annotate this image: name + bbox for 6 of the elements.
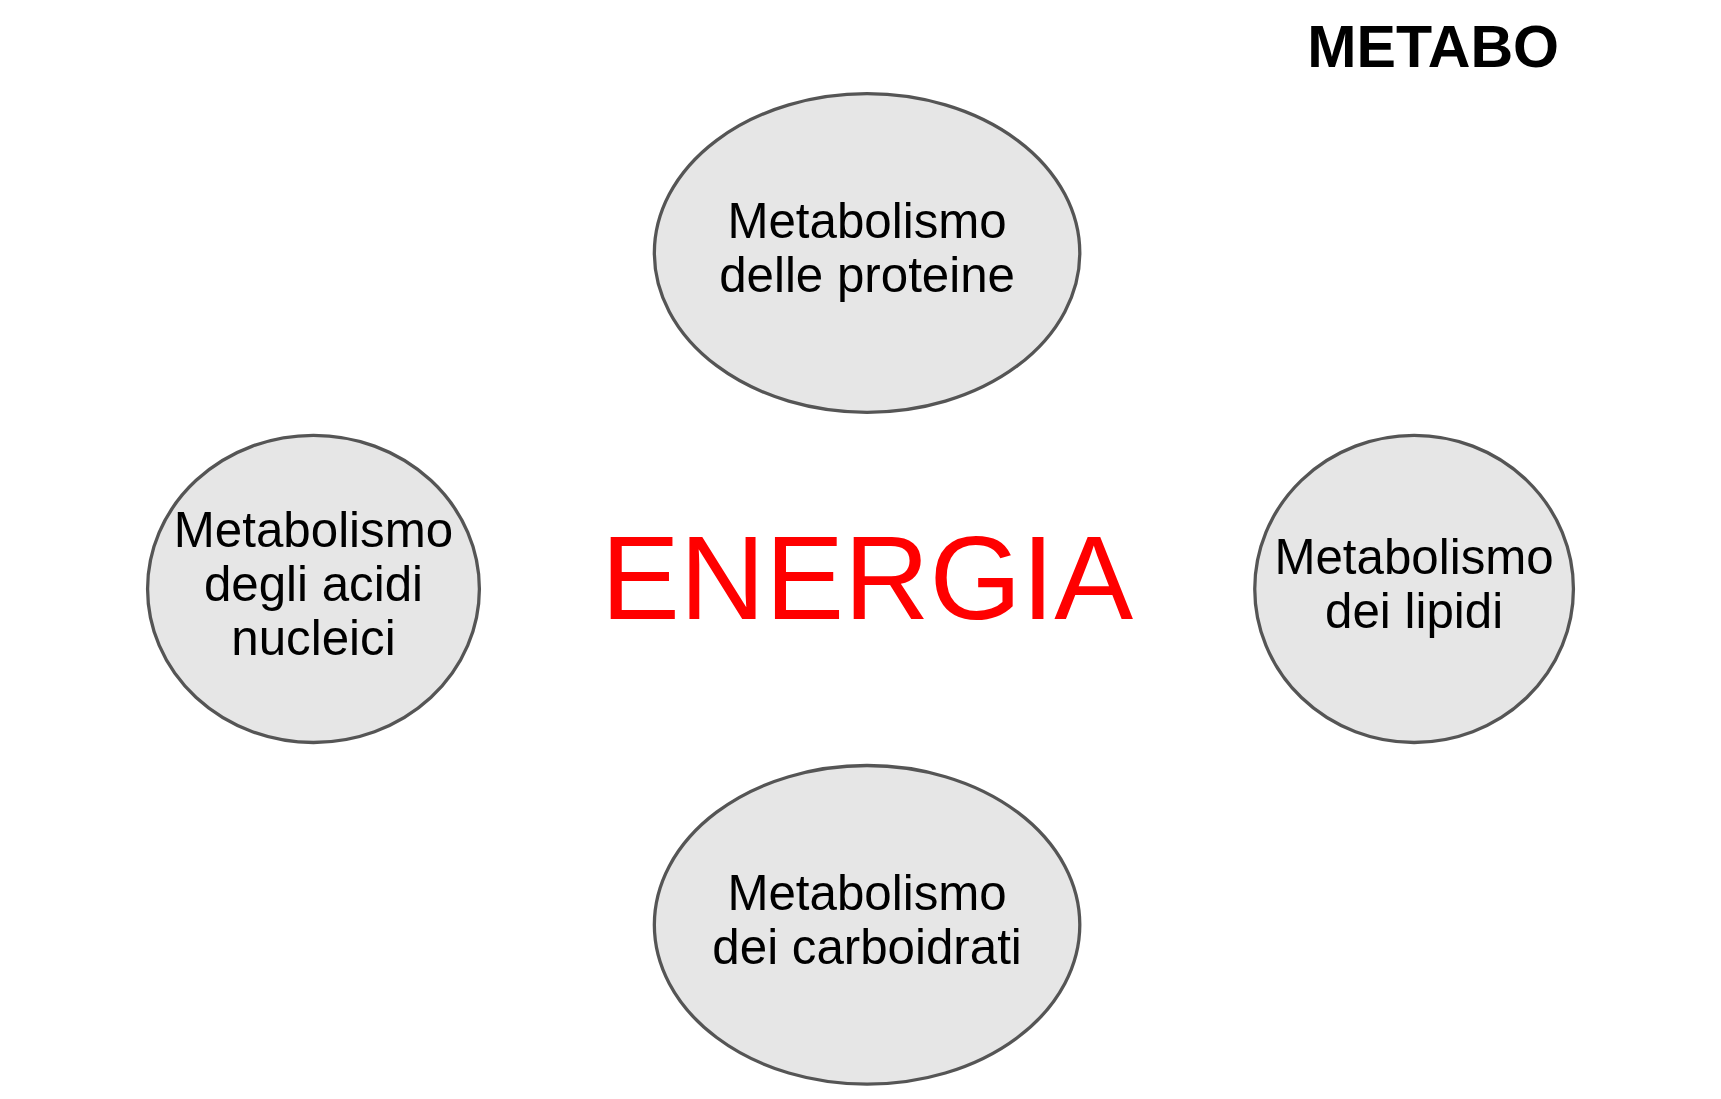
node-circle: Metabolismo dei lipidi bbox=[1253, 433, 1576, 745]
node-ellipse: Metabolismo dei carboidrati bbox=[652, 763, 1082, 1086]
node-ellipse: Metabolismo delle proteine bbox=[652, 92, 1082, 414]
diagram-title: METABO bbox=[1307, 13, 1560, 81]
node-circle: Metabolismo degli acidi nucleici bbox=[145, 433, 482, 745]
label: ENERGIA bbox=[600, 511, 1134, 644]
